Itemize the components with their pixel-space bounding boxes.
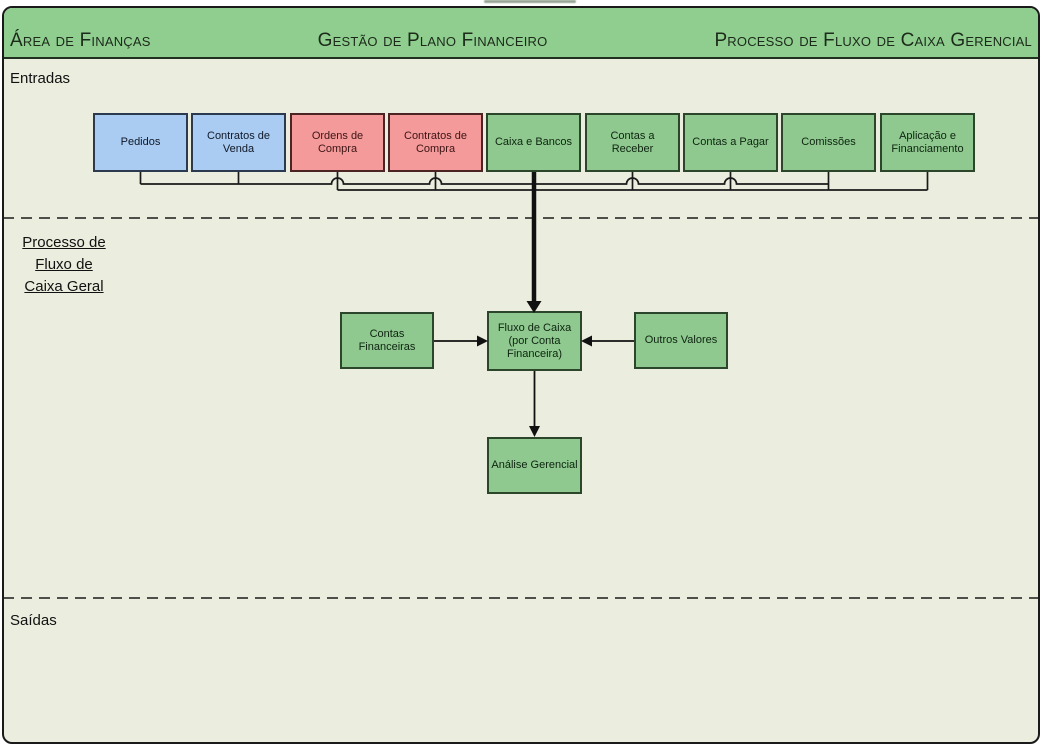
node-ordens-de-compra[interactable]: Ordens de Compra [290,113,385,172]
subprocess-title: Processo de Fluxo de Caixa Gerencial [714,30,1032,51]
node-contas-a-receber[interactable]: Contas a Receber [585,113,680,172]
node-contratos-de-venda[interactable]: Contratos de Venda [191,113,286,172]
node-outros-valores[interactable]: Outros Valores [634,312,728,369]
process-lane-title-line: Caixa Geral [24,278,104,295]
clipped-text-artifact [484,0,576,3]
node-caixa-e-bancos[interactable]: Caixa e Bancos [486,113,581,172]
process-lane-title-line: Processo de [22,234,106,251]
node-fluxo-de-caixa[interactable]: Fluxo de Caixa (por Conta Financeira) [487,311,582,371]
process-lane-title: Processo de Fluxo de Caixa Geral [8,232,120,298]
node-contas-financeiras[interactable]: Contas Financeiras [340,312,434,369]
process-lane-title-line: Fluxo de [35,256,93,273]
node-aplicacao-e-financiamento[interactable]: Aplicação e Financiamento [880,113,975,172]
area-title: Área de Finanças [10,30,151,51]
entradas-lane-label: Entradas [10,70,71,87]
node-analise-gerencial[interactable]: Análise Gerencial [487,437,582,494]
saidas-lane-label: Saídas [10,612,57,629]
process-title: Gestão de Plano Financeiro [317,30,548,51]
title-band: Área de Finanças Gestão de Plano Finance… [4,8,1038,59]
node-contratos-de-compra[interactable]: Contratos de Compra [388,113,483,172]
node-contas-a-pagar[interactable]: Contas a Pagar [683,113,778,172]
node-pedidos[interactable]: Pedidos [93,113,188,172]
node-comissoes[interactable]: Comissões [781,113,876,172]
